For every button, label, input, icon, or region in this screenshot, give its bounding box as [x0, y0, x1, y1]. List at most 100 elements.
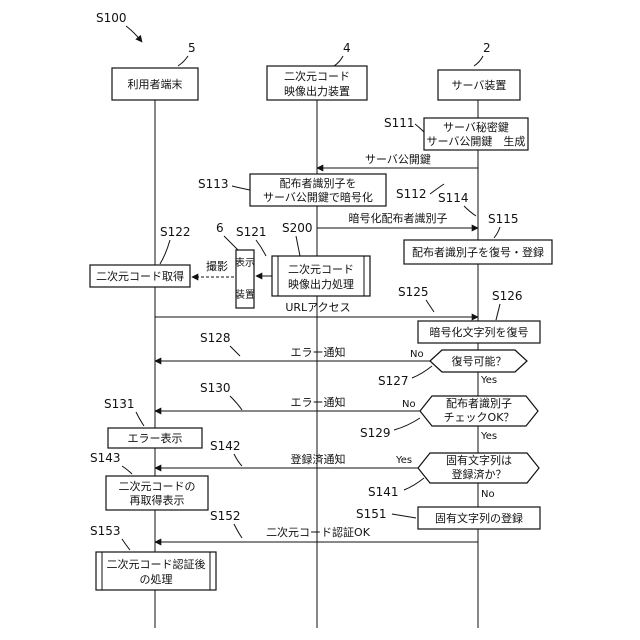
svg-text:No: No — [410, 349, 424, 360]
step-s141: S141 — [368, 478, 424, 499]
svg-text:S200: S200 — [282, 221, 313, 235]
svg-text:サーバ秘密鍵: サーバ秘密鍵 — [443, 120, 509, 134]
svg-text:配布者識別子を: 配布者識別子を — [280, 177, 357, 190]
svg-text:サーバ装置: サーバ装置 — [452, 79, 507, 92]
svg-text:サーバ公開鍵 生成: サーバ公開鍵 生成 — [427, 134, 526, 148]
svg-text:二次元コード認証後: 二次元コード認証後 — [107, 557, 206, 571]
step-s128: S128 — [200, 331, 240, 356]
svg-text:S151: S151 — [356, 507, 387, 521]
step-s143: S143 二次元コードの 再取得表示 — [90, 451, 208, 510]
entity-terminal: 5 利用者端末 — [112, 41, 198, 100]
svg-text:二次元コード認証OK: 二次元コード認証OK — [266, 525, 371, 539]
svg-text:S112: S112 — [396, 187, 427, 201]
svg-text:S130: S130 — [200, 381, 231, 395]
decision-decodable: 復号可能？ No Yes — [410, 349, 527, 386]
svg-text:S122: S122 — [160, 225, 191, 239]
svg-text:S121: S121 — [236, 225, 267, 239]
svg-text:S141: S141 — [368, 485, 399, 499]
svg-text:URLアクセス: URLアクセス — [285, 301, 350, 314]
ref-6: 6 — [216, 221, 238, 250]
svg-text:復号可能？: 復号可能？ — [452, 354, 507, 368]
message-encrypted-id: 暗号化配布者識別子 — [317, 211, 478, 228]
svg-text:S125: S125 — [398, 285, 429, 299]
svg-text:二次元コード取得: 二次元コード取得 — [96, 269, 184, 283]
svg-text:No: No — [402, 399, 416, 410]
svg-text:利用者端末: 利用者端末 — [128, 77, 183, 91]
step-s200: S200 — [282, 221, 313, 256]
svg-text:Yes: Yes — [480, 375, 497, 386]
svg-text:S114: S114 — [438, 191, 469, 205]
entity-server: 2 サーバ装置 — [438, 41, 520, 100]
svg-text:固有文字列の登録: 固有文字列の登録 — [435, 511, 523, 525]
svg-text:S142: S142 — [210, 439, 241, 453]
svg-text:S153: S153 — [90, 524, 121, 538]
svg-text:S113: S113 — [198, 177, 229, 191]
step-s151: S151 固有文字列の登録 — [356, 507, 540, 529]
svg-text:チェックOK？: チェックOK？ — [444, 411, 515, 424]
svg-text:S129: S129 — [360, 426, 391, 440]
step-s122: S122 二次元コード取得 — [90, 225, 191, 287]
svg-text:S115: S115 — [488, 212, 519, 226]
svg-text:S128: S128 — [200, 331, 231, 345]
svg-text:5: 5 — [188, 41, 196, 55]
message-error-2: エラー通知 — [155, 395, 420, 411]
svg-text:サーバ公開鍵で暗号化: サーバ公開鍵で暗号化 — [263, 190, 373, 204]
svg-text:Yes: Yes — [480, 431, 497, 442]
figure-title: S100 — [96, 11, 127, 25]
step-s131: S131 エラー表示 — [104, 397, 202, 448]
svg-text:エラー通知: エラー通知 — [291, 345, 346, 359]
step-s126: S126 暗号化文字列を復号 — [418, 289, 540, 343]
svg-text:二次元コードの: 二次元コードの — [119, 479, 196, 493]
svg-text:S143: S143 — [90, 451, 121, 465]
step-s200-box: 二次元コード 映像出力処理 — [272, 256, 370, 296]
step-s153: S153 二次元コード認証後 の処理 — [90, 524, 216, 590]
entity-video-device: 4 二次元コード 映像出力装置 — [267, 41, 367, 100]
svg-text:撮影: 撮影 — [206, 259, 228, 273]
svg-text:配布者識別子を復号・登録: 配布者識別子を復号・登録 — [412, 245, 544, 259]
step-s125: S125 — [398, 285, 434, 312]
svg-text:S127: S127 — [378, 374, 409, 388]
svg-text:映像出力装置: 映像出力装置 — [284, 84, 350, 98]
svg-text:表示: 表示 — [235, 256, 255, 269]
display-device: 表示 装置 — [235, 250, 255, 308]
svg-text:暗号化文字列を復号: 暗号化文字列を復号 — [430, 325, 529, 339]
svg-text:の処理: の処理 — [140, 573, 173, 586]
step-s111: S111 サーバ秘密鍵 サーバ公開鍵 生成 — [384, 116, 528, 150]
svg-text:Yes: Yes — [395, 455, 412, 466]
svg-text:エラー表示: エラー表示 — [128, 431, 183, 445]
svg-text:サーバ公開鍵: サーバ公開鍵 — [365, 152, 431, 166]
decision-registered: 固有文字列は 登録済か？ Yes No — [395, 453, 539, 500]
step-s142: S142 — [210, 439, 242, 466]
step-s113: S113 配布者識別子を サーバ公開鍵で暗号化 — [198, 174, 386, 206]
svg-text:二次元コード: 二次元コード — [284, 69, 350, 83]
message-shoot: 撮影 — [192, 259, 234, 277]
svg-text:6: 6 — [216, 221, 224, 235]
svg-text:2: 2 — [483, 41, 491, 55]
svg-text:映像出力処理: 映像出力処理 — [288, 277, 354, 291]
svg-text:4: 4 — [343, 41, 351, 55]
svg-text:S111: S111 — [384, 116, 415, 130]
svg-text:二次元コード: 二次元コード — [288, 262, 354, 276]
svg-text:配布者識別子: 配布者識別子 — [446, 397, 512, 410]
message-registered: 登録済通知 — [155, 452, 418, 468]
svg-text:登録済通知: 登録済通知 — [291, 452, 346, 466]
step-s130: S130 — [200, 381, 242, 410]
svg-text:装置: 装置 — [235, 288, 255, 301]
svg-text:エラー通知: エラー通知 — [291, 395, 346, 409]
svg-text:S131: S131 — [104, 397, 135, 411]
svg-text:暗号化配布者識別子: 暗号化配布者識別子 — [349, 211, 448, 225]
svg-text:S126: S126 — [492, 289, 523, 303]
svg-text:再取得表示: 再取得表示 — [130, 493, 185, 507]
svg-text:登録済か？: 登録済か？ — [452, 467, 507, 481]
message-error-1: エラー通知 — [155, 345, 430, 361]
step-s112: S112 — [396, 184, 444, 201]
message-server-public-key: サーバ公開鍵 — [317, 152, 478, 168]
step-s127: S127 — [378, 366, 432, 388]
decision-id-check: 配布者識別子 チェックOK？ No Yes — [402, 396, 538, 442]
svg-text:No: No — [481, 489, 495, 500]
svg-text:S152: S152 — [210, 509, 241, 523]
step-s152: S152 — [210, 509, 242, 538]
svg-text:固有文字列は: 固有文字列は — [446, 453, 512, 467]
step-s129: S129 — [360, 418, 420, 440]
